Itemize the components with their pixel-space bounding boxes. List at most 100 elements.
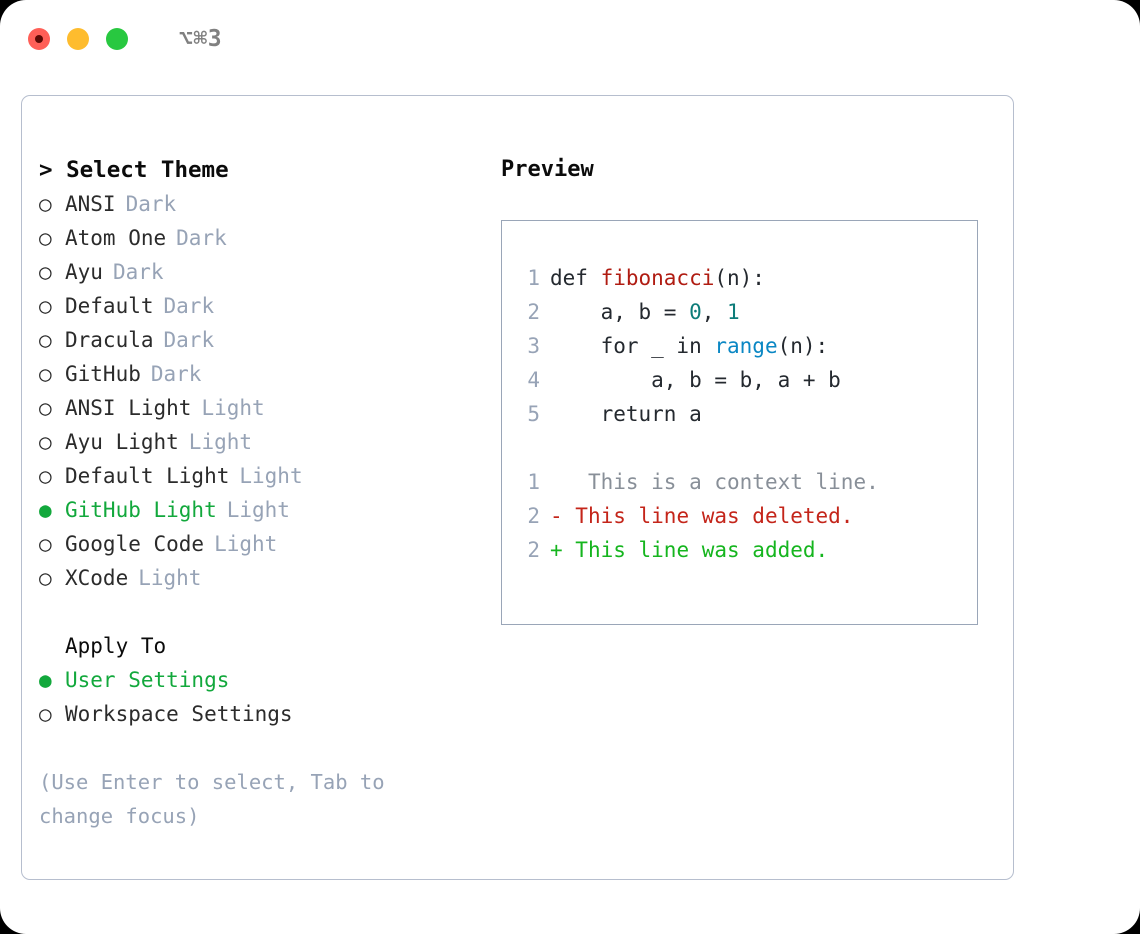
radio-unselected-icon: ○	[39, 328, 52, 352]
diff-body: This line was added.	[562, 538, 829, 562]
theme-item-label: ANSI Light	[65, 396, 192, 420]
theme-item-category: Dark	[163, 294, 215, 318]
theme-item-category: Dark	[150, 362, 202, 386]
code-token: 0	[689, 300, 702, 324]
keyboard-shortcut-label: ⌥⌘3	[179, 26, 223, 52]
theme-item-category: Light	[226, 498, 290, 522]
radio-unselected-icon: ○	[39, 464, 52, 488]
radio-selected-icon: ●	[39, 498, 52, 522]
window-controls	[28, 28, 128, 50]
apply-to-option-label: Workspace Settings	[65, 702, 293, 726]
code-token: (n):	[714, 266, 765, 290]
theme-item-label: ANSI	[65, 192, 116, 216]
radio-selected-icon: ●	[39, 668, 52, 692]
code-line-number: 5	[527, 402, 540, 426]
theme-item-default[interactable]: ○ Default Dark	[39, 289, 489, 323]
diff-line-del: 2- This line was deleted.	[502, 499, 977, 533]
theme-item-label: Default Light	[65, 464, 230, 488]
close-button[interactable]	[28, 28, 50, 50]
code-line-number: 2	[527, 300, 540, 324]
code-line: 3 for _ in range(n):	[502, 329, 977, 363]
radio-unselected-icon: ○	[39, 532, 52, 556]
theme-item-label: Ayu Light	[65, 430, 179, 454]
code-token: ,	[701, 300, 728, 324]
radio-unselected-icon: ○	[39, 192, 52, 216]
code-line-number: 1	[527, 266, 540, 290]
theme-item-category: Dark	[163, 328, 215, 352]
code-line: 5 return a	[502, 397, 977, 431]
diff-marker: +	[550, 538, 563, 562]
apply-to-label: Apply To	[65, 634, 167, 658]
minimize-button[interactable]	[67, 28, 89, 50]
theme-item-label: GitHub	[65, 362, 141, 386]
code-line-number: 4	[527, 368, 540, 392]
diff-line-number: 2	[527, 538, 540, 562]
theme-item-github-light[interactable]: ● GitHub Light Light	[39, 493, 489, 527]
preview-title: Preview	[501, 157, 594, 182]
radio-unselected-icon: ○	[39, 260, 52, 284]
diff-line-number: 2	[527, 504, 540, 528]
page-title: > Select Theme	[39, 157, 229, 183]
diff-body: This is a context line.	[562, 470, 879, 494]
code-token: def	[550, 266, 601, 290]
code-line-number: 3	[527, 334, 540, 358]
code-diff-gap	[502, 431, 977, 465]
theme-item-category: Light	[214, 532, 278, 556]
theme-item-label: GitHub Light	[65, 498, 217, 522]
radio-unselected-icon: ○	[39, 430, 52, 454]
theme-item-ansi[interactable]: ○ ANSI Dark	[39, 187, 489, 221]
code-token: for _ in	[550, 334, 715, 358]
radio-unselected-icon: ○	[39, 566, 52, 590]
code-line-text: return a	[540, 397, 702, 431]
theme-item-ayu[interactable]: ○ Ayu Dark	[39, 255, 489, 289]
theme-item-category: Light	[201, 396, 265, 420]
code-line: 2 a, b = 0, 1	[502, 295, 977, 329]
diff-line-text: + This line was added.	[540, 533, 828, 567]
diff-line-ctx: 1 This is a context line.	[502, 465, 977, 499]
code-line-text: for _ in range(n):	[540, 329, 829, 363]
theme-item-category: Dark	[176, 226, 227, 250]
theme-item-xcode[interactable]: ○ XCode Light	[39, 561, 489, 595]
theme-item-label: XCode	[65, 566, 129, 590]
diff-marker	[550, 470, 563, 494]
code-line: 4 a, b = b, a + b	[502, 363, 977, 397]
keyboard-hint: (Use Enter to select, Tab to change focu…	[39, 770, 397, 828]
code-line-text: a, b = 0, 1	[540, 295, 740, 329]
title-bar: ⌥⌘3	[0, 0, 1140, 78]
theme-item-github[interactable]: ○ GitHub Dark	[39, 357, 489, 391]
apply-to-option-workspace-settings[interactable]: ○Workspace Settings	[39, 697, 489, 731]
diff-body: This line was deleted.	[562, 504, 854, 528]
code-token: return a	[550, 402, 702, 426]
theme-item-google-code[interactable]: ○ Google Code Light	[39, 527, 489, 561]
diff-marker: -	[550, 504, 563, 528]
theme-item-category: Dark	[125, 192, 177, 216]
radio-unselected-icon: ○	[39, 362, 52, 386]
maximize-button[interactable]	[106, 28, 128, 50]
apply-to-option-user-settings[interactable]: ●User Settings	[39, 663, 489, 697]
diff-line-text: - This line was deleted.	[540, 499, 853, 533]
code-token: a, b = b, a + b	[550, 368, 841, 392]
theme-item-label: Ayu	[65, 260, 103, 284]
radio-unselected-icon: ○	[39, 294, 52, 318]
theme-item-category: Dark	[112, 260, 164, 284]
code-token: a, b =	[550, 300, 690, 324]
code-token: (n):	[777, 334, 829, 358]
code-line-text: a, b = b, a + b	[540, 363, 841, 397]
section-spacer	[39, 595, 489, 629]
theme-item-category: Light	[138, 566, 202, 590]
theme-item-label: Atom One	[65, 226, 167, 250]
apply-to-list[interactable]: ●User Settings○Workspace Settings	[39, 663, 489, 731]
theme-item-label: Default	[65, 294, 154, 318]
theme-item-label: Google Code	[65, 532, 205, 556]
